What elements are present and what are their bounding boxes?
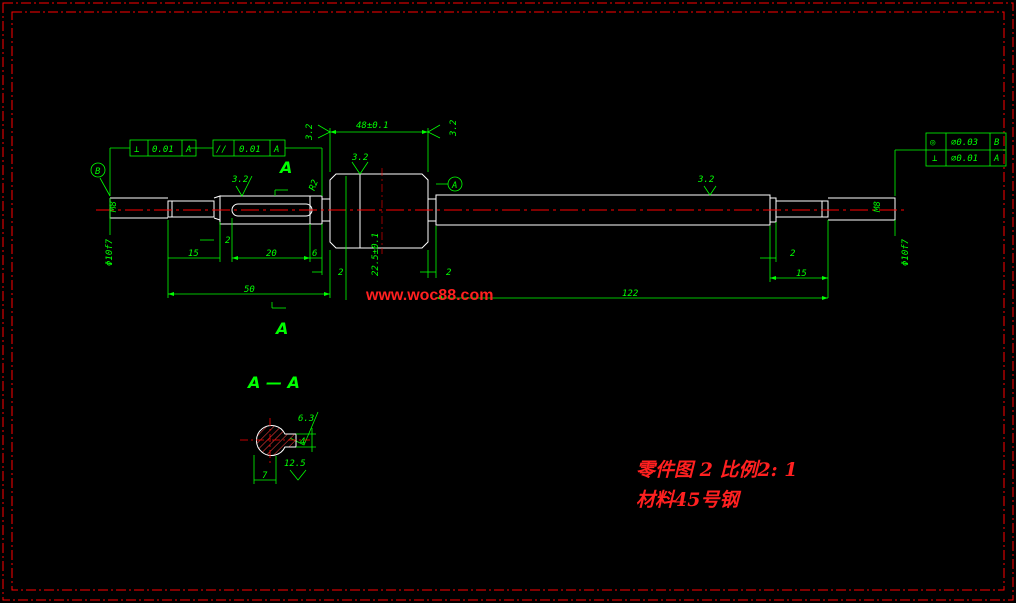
roughness-label: 12.5 (284, 459, 306, 469)
gtol-value: 0.01 (152, 145, 174, 155)
datum-b: B (95, 167, 101, 177)
title-line1: 零件图 2 比例2: 1 (636, 459, 798, 481)
dim-right-2b: 2 (790, 249, 795, 259)
dim-radius: R2 (308, 179, 321, 193)
dim-key-6: 6 (312, 249, 317, 259)
title-line2: 材料45号钢 (636, 489, 741, 511)
gtol-datum: A (273, 145, 279, 155)
dim-collar-width: 48±0.1 (356, 121, 389, 131)
dim-collar-dia: 22.5±0.1 (371, 233, 381, 276)
section-label-top: A (278, 158, 292, 177)
roughness-symbols (235, 124, 717, 481)
gtol-frames (129, 132, 1007, 167)
dim-right-thread: M8 (873, 201, 883, 213)
gtol-symbol: // (216, 145, 227, 155)
dim-key-20: 20 (266, 249, 277, 259)
dim-left-dia: Φ10f7 (105, 238, 115, 266)
gtol-value: ⌀0.01 (951, 154, 978, 164)
dimension-lines (99, 128, 926, 309)
roughness-label: 3.2 (351, 153, 368, 163)
dim-sec-7: 7 (262, 471, 268, 481)
datum-a-circle (447, 176, 463, 192)
gtol-symbol: ◎ (930, 138, 936, 148)
dim-sec-4: 4 (300, 437, 305, 447)
gtol-datum: B (994, 138, 1000, 148)
gtol-value: 0.01 (239, 145, 261, 155)
dim-left-thread: M8 (109, 201, 119, 213)
roughness-label: 3.2 (231, 175, 248, 185)
inner-border (11, 11, 1005, 591)
dim-right-dia: Φ10f7 (901, 238, 911, 266)
dim-collar-2: 2 (338, 268, 343, 278)
dim-len-50: 50 (244, 285, 255, 295)
roughness-label: 3.2 (449, 120, 459, 137)
gtol-datum: A (993, 154, 999, 164)
section-view (240, 418, 316, 484)
dim-right-15: 15 (796, 269, 807, 279)
datum-a: A (451, 181, 457, 191)
gtol-value: ⌀0.03 (951, 138, 978, 148)
gtol-symbol: ⊥ (134, 145, 140, 155)
roughness-label: 3.2 (305, 124, 315, 141)
dim-right-2: 2 (446, 268, 451, 278)
section-label-bottom: A (274, 319, 288, 338)
section-view-title: A — A (246, 373, 300, 392)
watermark: www.woc88.com (365, 287, 493, 304)
dim-left-2: 2 (225, 236, 230, 246)
gtol-datum: A (185, 145, 191, 155)
dim-len-122: 122 (622, 289, 638, 299)
roughness-label: 3.2 (697, 175, 714, 185)
roughness-label: 6.3 (298, 414, 314, 424)
dim-left-15: 15 (188, 249, 199, 259)
gtol-symbol: ⊥ (932, 154, 938, 164)
datum-b-circle (90, 162, 106, 178)
dimension-arrows (168, 130, 828, 300)
